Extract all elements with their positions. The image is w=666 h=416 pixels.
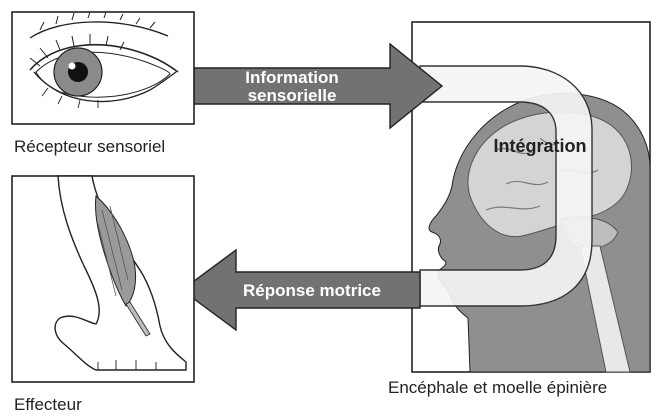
cns-label: Encéphale et moelle épinière [388,378,607,397]
motor-label: Réponse motrice [243,281,381,300]
sensory-arrow: Information sensorielle [194,44,442,128]
effector-panel [12,176,194,382]
effector-label: Effecteur [14,395,82,414]
motor-arrow: Réponse motrice [182,250,420,330]
sensory-label-line1: Information [245,68,339,87]
integration-label: Intégration [494,136,587,156]
receptor-label: Récepteur sensoriel [14,137,165,156]
sensory-label-line2: sensorielle [248,86,337,105]
receptor-panel [12,12,194,124]
